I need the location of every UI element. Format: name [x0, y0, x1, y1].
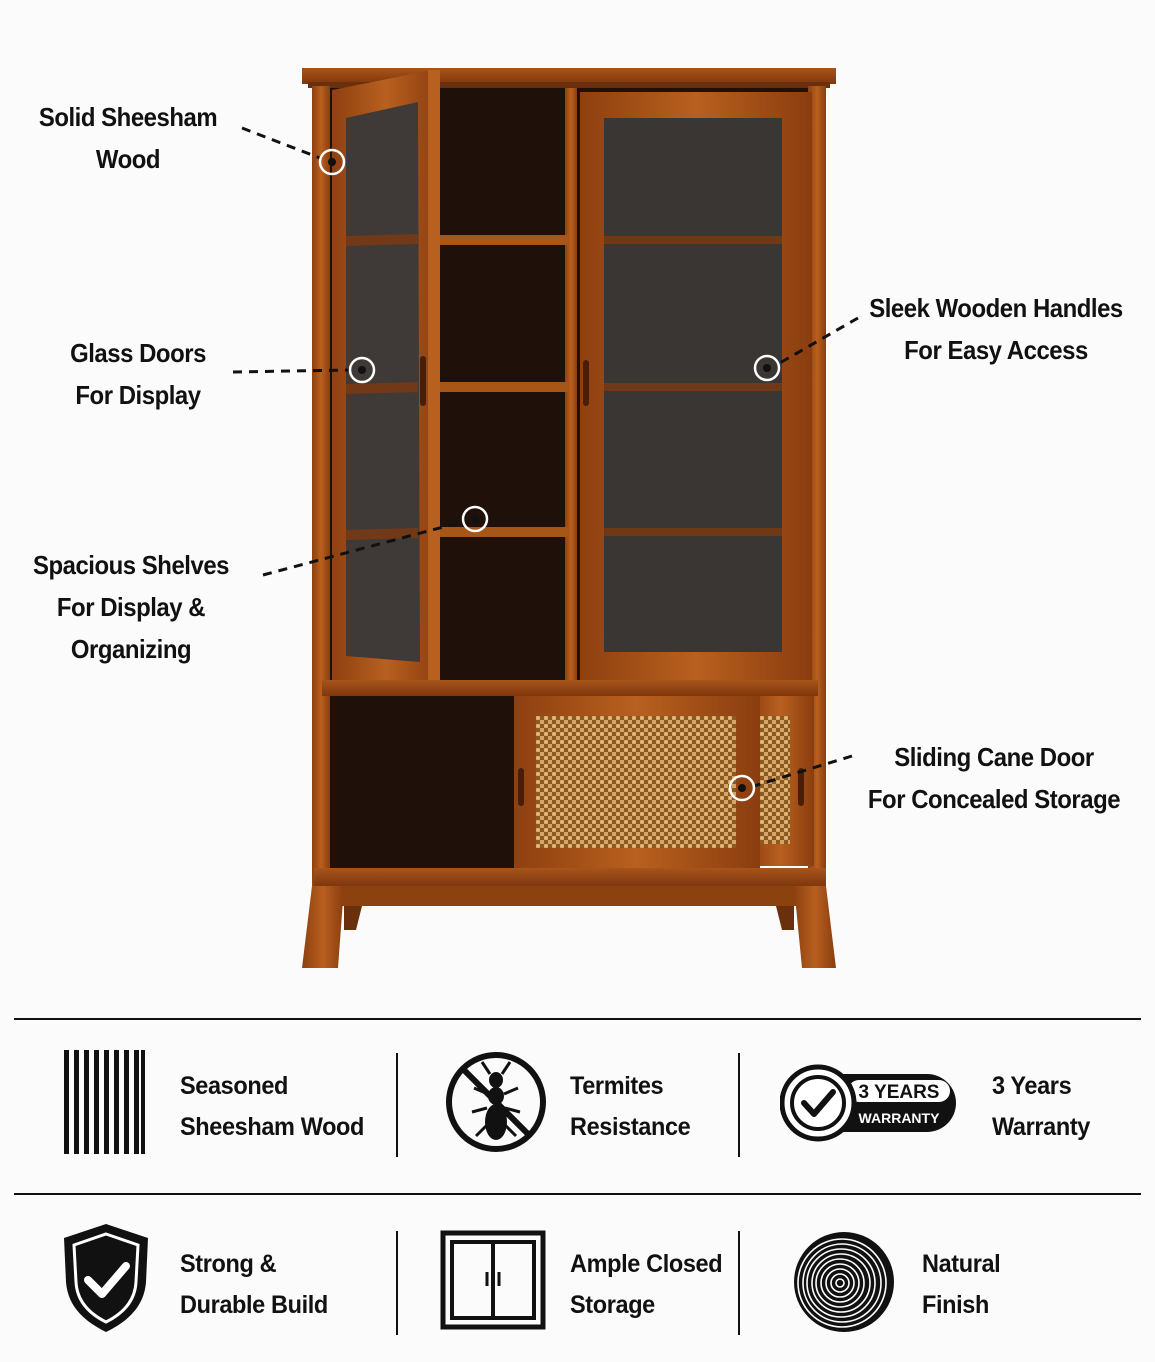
lower-open-compartment	[330, 696, 516, 868]
cabinet-doors-icon	[440, 1230, 546, 1330]
callout-line: For Concealed Storage	[867, 784, 1121, 814]
feature-line: Finish	[922, 1291, 989, 1319]
callout-shelves: Spacious Shelves For Display & Organizin…	[29, 544, 233, 670]
feature-natural-finish: Natural Finish	[922, 1244, 1001, 1326]
shield-check-icon	[64, 1224, 148, 1332]
feature-line: Termites	[570, 1072, 664, 1100]
feature-seasoned-wood: Seasoned Sheesham Wood	[180, 1066, 364, 1148]
callout-solid-wood: Solid Sheesham Wood	[36, 96, 220, 180]
callout-line: Sleek Wooden Handles	[869, 293, 1123, 323]
divider-rule	[14, 1018, 1141, 1020]
callout-glass-doors: Glass Doors For Display	[55, 332, 221, 416]
feature-termites: Termites Resistance	[570, 1066, 691, 1148]
callout-line: Wood	[95, 144, 161, 174]
feature-line: Seasoned	[180, 1072, 289, 1100]
divider-rule	[14, 1193, 1141, 1195]
callout-marker	[753, 354, 781, 382]
feature-line: Strong &	[180, 1250, 277, 1278]
left-door-handle	[420, 356, 426, 406]
callout-cane-door: Sliding Cane Door For Concealed Storage	[863, 736, 1124, 820]
callout-marker	[728, 774, 756, 802]
termite-icon	[446, 1052, 546, 1152]
cabinet-leg	[794, 886, 836, 968]
callout-marker	[461, 505, 489, 533]
warranty-badge-icon: 3 YEARS WARRANTY	[780, 1064, 956, 1142]
callout-marker	[348, 356, 376, 384]
callout-line: Glass Doors	[70, 338, 206, 368]
right-door-handle	[583, 360, 589, 406]
shelf	[440, 382, 568, 392]
cabinet-illustration	[232, 68, 859, 968]
callout-marker	[318, 148, 346, 176]
tree-rings-icon	[794, 1232, 894, 1332]
cabinet-leg	[302, 886, 344, 968]
callout-line: For Display	[75, 380, 201, 410]
feature-closed-storage: Ample Closed Storage	[570, 1244, 723, 1326]
feature-line: Ample Closed	[570, 1250, 723, 1278]
column-divider	[396, 1053, 398, 1157]
column-divider	[738, 1053, 740, 1157]
cane-door-handle	[518, 768, 524, 806]
wood-grain-icon	[64, 1050, 145, 1154]
callout-line: Organizing	[70, 634, 192, 664]
feature-line: Warranty	[992, 1113, 1090, 1141]
feature-line: Sheesham Wood	[180, 1113, 365, 1141]
column-divider	[396, 1231, 398, 1335]
callout-line: Sliding Cane Door	[894, 742, 1094, 772]
feature-line: Storage	[570, 1291, 655, 1319]
warranty-badge-bottom: WARRANTY	[859, 1110, 941, 1126]
callout-line: Spacious Shelves	[32, 550, 230, 580]
callout-line: For Easy Access	[904, 335, 1088, 365]
feature-line: 3 Years	[992, 1072, 1072, 1100]
column-divider	[738, 1231, 740, 1335]
feature-warranty: 3 Years Warranty	[992, 1066, 1090, 1148]
callout-line: Solid Sheesham	[38, 102, 218, 132]
feature-durable-build: Strong & Durable Build	[180, 1244, 328, 1326]
feature-line: Resistance	[570, 1113, 691, 1141]
feature-line: Durable Build	[180, 1291, 328, 1319]
warranty-badge-top: 3 YEARS	[859, 1082, 940, 1103]
feature-line: Natural	[922, 1250, 1001, 1278]
cabinet-left-side	[312, 86, 330, 886]
callout-handles: Sleek Wooden Handles For Easy Access	[867, 287, 1125, 371]
shelf	[440, 235, 568, 245]
callout-line: For Display &	[56, 592, 206, 622]
shelf	[440, 527, 568, 537]
